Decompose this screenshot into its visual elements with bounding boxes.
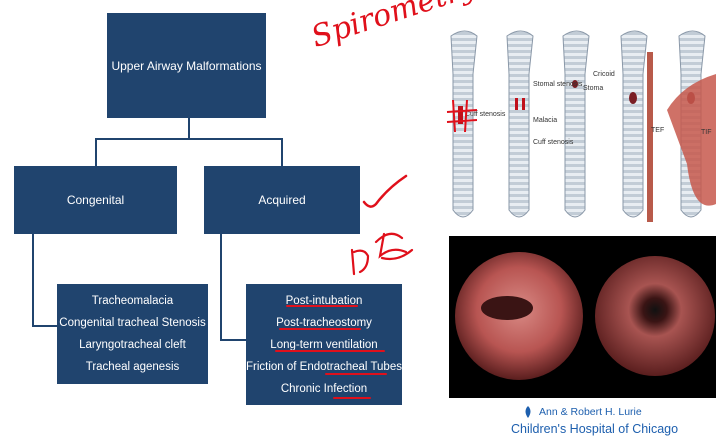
congenital-item: Tracheomalacia xyxy=(92,290,173,312)
underline-post-tracheostomy xyxy=(279,328,361,330)
underline-friction xyxy=(325,373,387,375)
logo-line2: Children's Hospital of Chicago xyxy=(511,422,678,436)
label-tef: TEF xyxy=(651,127,664,134)
congenital-item: Congenital tracheal Stenosis xyxy=(59,312,205,334)
hospital-logo: Ann & Robert H. Lurie Children's Hospita… xyxy=(509,403,716,441)
underline-post-intubation xyxy=(286,305,358,307)
root-connector xyxy=(188,118,190,138)
scribble-mark xyxy=(346,222,426,282)
label-stoma: Stoma xyxy=(583,85,603,92)
acquired-node: Acquired xyxy=(204,166,360,234)
congenital-list-connector-v xyxy=(32,234,34,326)
logo-line1: Ann & Robert H. Lurie xyxy=(539,406,642,418)
acquired-item: Long-term ventilation xyxy=(270,334,377,356)
congenital-connector xyxy=(95,138,97,168)
label-cricoid: Cricoid xyxy=(593,71,615,78)
acquired-list-connector-v xyxy=(220,234,222,340)
underline-long-term-ventilation xyxy=(275,350,385,352)
label-malacia: Malacia xyxy=(533,117,557,124)
root-node: Upper Airway Malformations xyxy=(107,13,266,118)
endoscopy-views xyxy=(449,236,716,398)
congenital-list: Tracheomalacia Congenital tracheal Steno… xyxy=(57,284,208,384)
acquired-item: Post-tracheostomy xyxy=(276,312,372,334)
trachea-drawing: Cuff stenosis Stomal stenosis Malacia Cu… xyxy=(443,14,716,236)
acquired-node-label: Acquired xyxy=(258,193,305,207)
check-mark xyxy=(360,170,410,215)
congenital-node-label: Congenital xyxy=(67,193,124,207)
label-tif: TIF xyxy=(701,129,712,136)
congenital-list-connector-h xyxy=(32,325,58,327)
label-stomal-stenosis: Stomal stenosis xyxy=(533,81,583,88)
acquired-connector xyxy=(281,138,283,168)
congenital-item: Laryngotracheal cleft xyxy=(79,334,186,356)
logo-icon xyxy=(521,405,535,419)
hash-mark xyxy=(443,96,483,136)
branch-connector xyxy=(95,138,283,140)
label-cuff-stenosis-2: Cuff stenosis xyxy=(533,139,574,146)
acquired-item: Post-intubation xyxy=(286,290,363,312)
underline-chronic-infection xyxy=(333,397,371,399)
acquired-list-connector-h xyxy=(220,339,246,341)
acquired-list: Post-intubation Post-tracheostomy Long-t… xyxy=(246,284,402,405)
endoscopy-images xyxy=(449,236,716,398)
trachea-illustration: Cuff stenosis Stomal stenosis Malacia Cu… xyxy=(443,14,716,236)
congenital-item: Tracheal agenesis xyxy=(86,356,180,378)
root-node-label: Upper Airway Malformations xyxy=(111,59,261,73)
congenital-node: Congenital xyxy=(14,166,177,234)
